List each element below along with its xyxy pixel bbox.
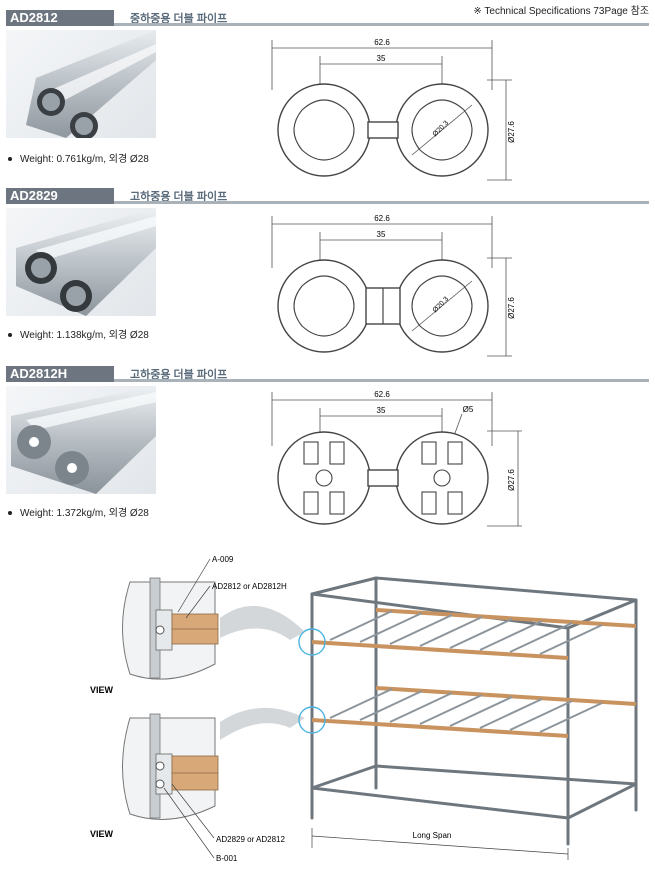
weight-spec: Weight: 0.761kg/m, 외경 Ø28 [8,150,149,165]
dim-pitch: 35 [377,230,386,239]
view-label-top: VIEW [90,685,114,695]
header-rule [114,201,649,204]
dim-height: Ø27.6 [507,469,516,491]
product-photo-ad2812h [6,386,156,494]
section-header-ad2812: AD2812 중하중용 더블 파이프 [0,2,655,28]
weight-spec: Weight: 1.138kg/m, 외경 Ø28 [8,326,149,341]
label-top-pipe: AD2812 or AD2812H [212,582,287,591]
section-header-ad2812h: AD2812H 고하중용 더블 파이프 [0,358,655,384]
detail-view-top [122,577,305,680]
product-photo-ad2829 [6,208,156,316]
product-code: AD2812 [6,10,114,26]
product-title: 중하중용 더블 파이프 [130,13,228,25]
dim-overall: 62.6 [374,38,390,47]
weight-spec: Weight: 1.372kg/m, 외경 Ø28 [8,504,149,519]
view-label-bottom: VIEW [90,829,114,839]
dim-pitch: 35 [377,54,386,63]
dim-height: Ø27.6 [507,121,516,143]
label-top-joint: A-009 [212,555,234,564]
header-rule [114,379,649,382]
product-title: 고하중용 더블 파이프 [130,191,228,203]
callout-circle-bottom [298,706,326,734]
callout-circle-top [298,628,326,656]
product-code: AD2829 [6,188,114,204]
cross-section-drawing-ad2812: 62.6 35 Ø27.6 Ø20.3 [262,30,522,185]
product-photo-ad2812 [6,30,156,140]
label-bottom-joint: B-001 [216,854,238,863]
dim-hole: Ø5 [463,405,474,414]
product-code: AD2812H [6,366,114,382]
dim-pitch: 35 [377,406,386,415]
cross-section-drawing-ad2812h: 62.6 35 Ø5 Ø27.6 [262,386,524,541]
label-bottom-pipe: AD2829 or AD2812 [216,835,285,844]
dim-overall: 62.6 [374,390,390,399]
product-title: 고하중용 더블 파이프 [130,369,228,381]
rack-assembly-illustration: A-009 AD2812 or AD2812H AD2829 or AD2812… [80,548,655,877]
cross-section-drawing-ad2829: 62.6 35 Ø27.6 Ø20.3 [262,208,522,363]
header-rule [114,23,649,26]
section-header-ad2829: AD2829 고하중용 더블 파이프 [0,180,655,206]
dim-height: Ø27.6 [507,297,516,319]
detail-view-bottom [122,707,305,820]
long-span-label: Long Span [413,831,452,840]
dim-overall: 62.6 [374,214,390,223]
spec-reference-note: ※ Technical Specifications 73Page 참조 [473,6,649,17]
